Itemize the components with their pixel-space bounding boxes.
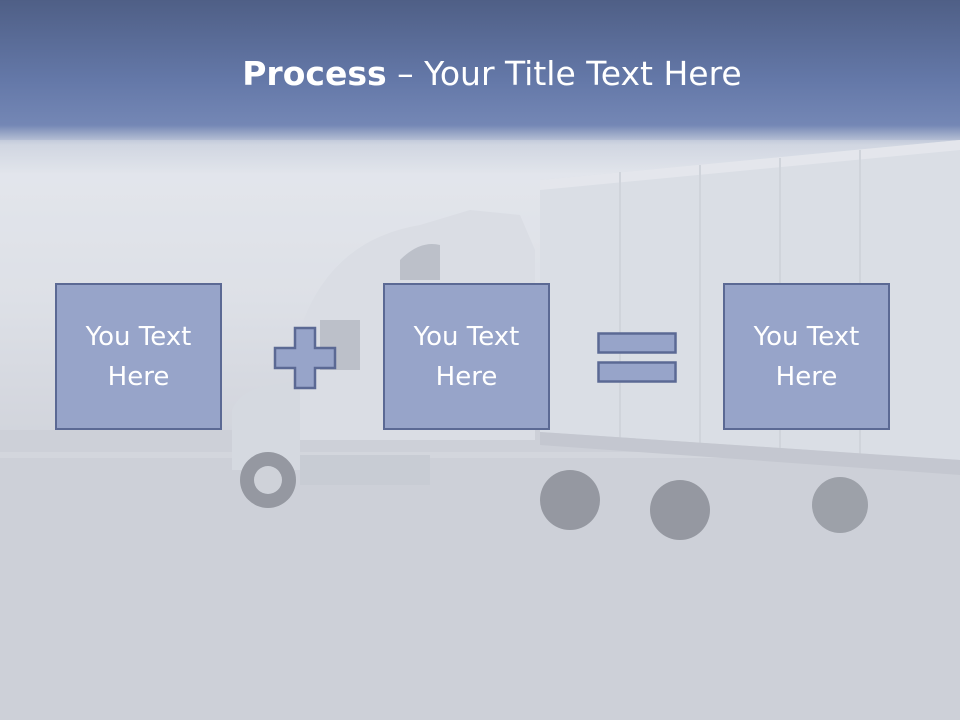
process-box-2-label: You Text Here	[413, 321, 520, 392]
process-box-1[interactable]: You Text Here	[55, 283, 222, 430]
process-box-3[interactable]: You Text Here	[723, 283, 890, 430]
plus-icon	[273, 326, 337, 390]
title-bold: Process	[242, 54, 387, 93]
slide-title: Process – Your Title Text Here	[0, 52, 960, 96]
process-box-1-label: You Text Here	[85, 321, 192, 392]
process-box-2[interactable]: You Text Here	[383, 283, 550, 430]
process-box-3-label: You Text Here	[753, 321, 860, 392]
equals-icon	[597, 332, 677, 383]
title-rest: – Your Title Text Here	[386, 54, 742, 93]
